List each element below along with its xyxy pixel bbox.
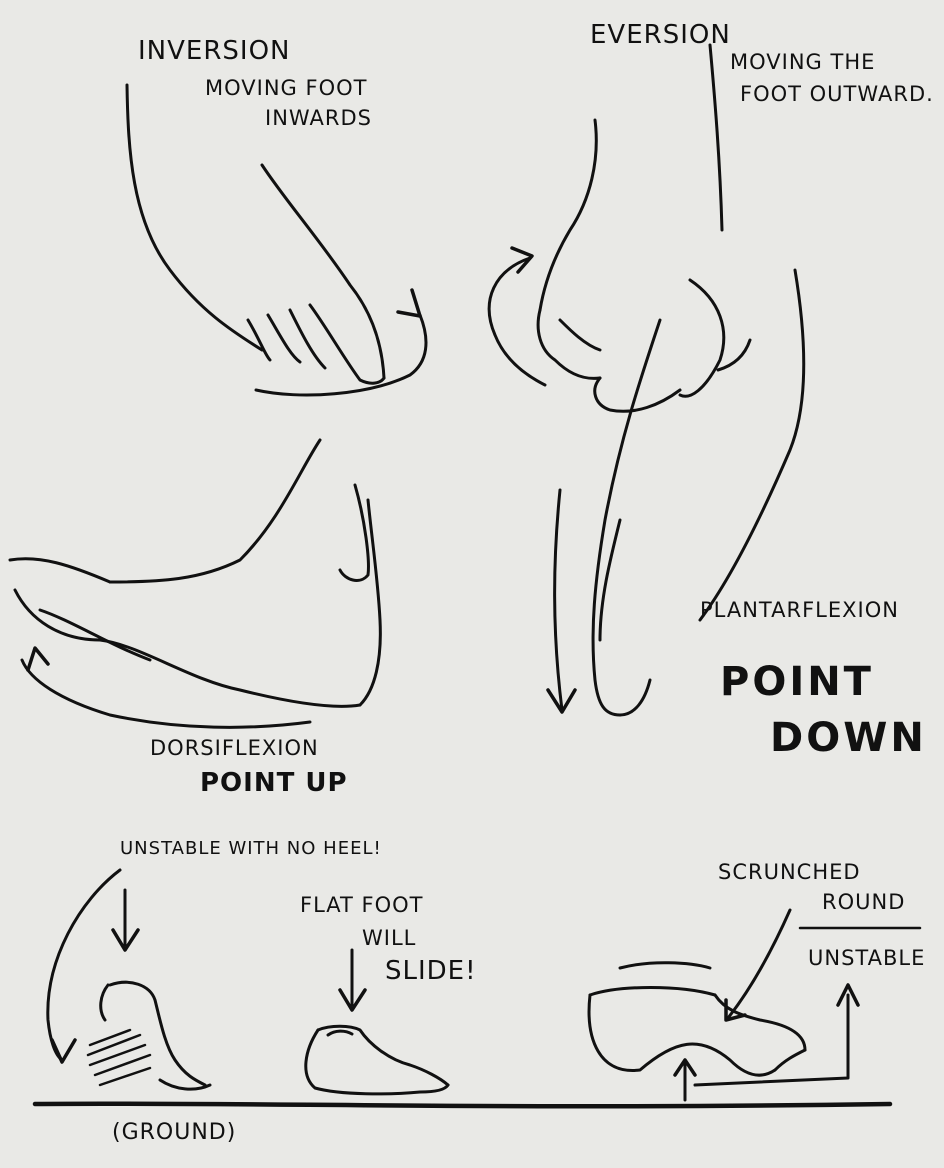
scrunched-foot-drawing	[589, 910, 920, 1100]
eversion-desc-line2: FOOT OUTWARD.	[740, 84, 934, 105]
ground-line	[35, 1104, 890, 1107]
plantarflexion-foot-drawing	[548, 270, 804, 715]
scrunched-line3: UNSTABLE	[808, 948, 925, 969]
plantarflexion-point: POINT	[720, 662, 874, 702]
plantarflexion-title: PLANTARFLEXION	[700, 600, 899, 621]
flat-foot-line1: FLAT FOOT	[300, 895, 423, 916]
heel-less-foot-drawing	[48, 870, 210, 1089]
dorsiflexion-point-up: POINT UP	[200, 770, 348, 796]
flat-foot-line2: WILL	[362, 928, 416, 949]
eversion-desc-line1: MOVING THE	[730, 52, 875, 73]
dorsiflexion-title: DORSIFLEXION	[150, 738, 319, 759]
unstable-no-heel-note: UNSTABLE WITH NO HEEL!	[120, 840, 382, 858]
eversion-foot-drawing	[489, 45, 750, 411]
inversion-title: INVERSION	[138, 38, 290, 64]
inversion-foot-drawing	[127, 85, 426, 395]
dorsiflexion-foot-drawing	[10, 440, 380, 727]
inversion-desc-line1: MOVING FOOT	[205, 78, 367, 99]
plantarflexion-down: DOWN	[770, 718, 927, 758]
inversion-desc-line2: INWARDS	[265, 108, 372, 129]
flat-foot-line3: SLIDE!	[385, 958, 477, 984]
scrunched-line2: ROUND	[822, 892, 905, 913]
ground-label: (GROUND)	[112, 1122, 236, 1144]
scrunched-line1: SCRUNCHED	[718, 862, 861, 883]
eversion-title: EVERSION	[590, 22, 731, 48]
